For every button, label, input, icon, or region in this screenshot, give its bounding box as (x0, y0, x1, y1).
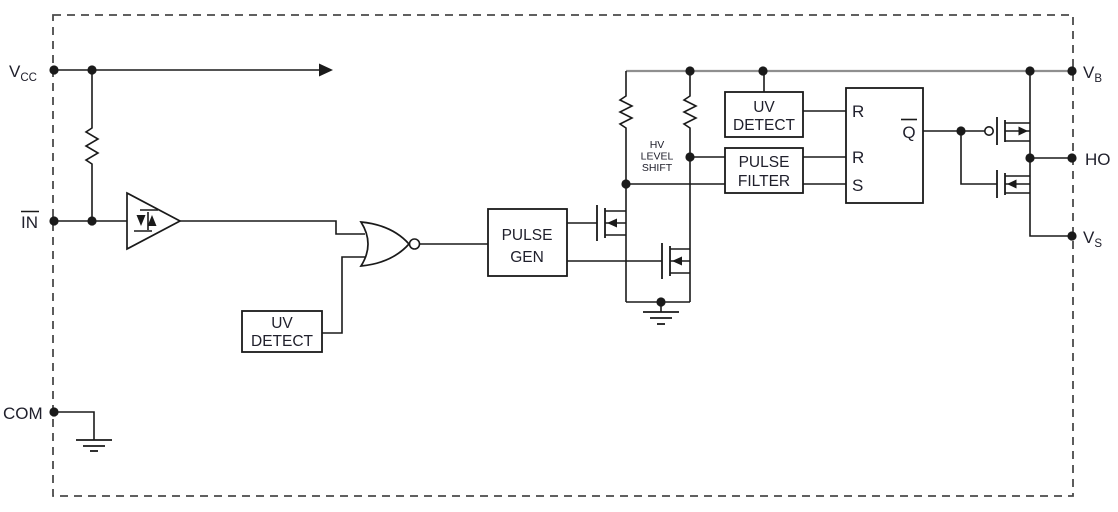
nmos-gate-wire (960, 131, 997, 185)
input-section-wires (54, 63, 488, 440)
input-pullup-resistor-icon (84, 70, 100, 221)
com-wire (55, 411, 95, 440)
ho-pin-dot (1067, 153, 1077, 163)
levelshift-mosfet2-icon (661, 243, 691, 279)
vcc-arrowhead-icon (319, 63, 333, 77)
vs-pin-dot (1067, 231, 1077, 241)
uv-detect-input-label-line2: DETECT (251, 333, 314, 350)
in-pin-dot (49, 216, 59, 226)
uv-detect-input-block: UV DETECT (241, 310, 323, 353)
pmos-gate-bubble-icon (983, 126, 994, 137)
nor-inversion-bubble-icon (408, 238, 421, 250)
nmos-source-wire (1029, 193, 1072, 237)
ho-pin-label: HO (1085, 150, 1111, 169)
junction-dots (49, 65, 1077, 417)
in-pin-label: IN (21, 210, 39, 232)
pulse-filter-label-line1: PULSE (739, 154, 790, 171)
pin-labels: VCC IN COM VB HO VS (3, 62, 1111, 423)
hv-level-shift-line3: SHIFT (642, 162, 673, 174)
vcc-pin-dot (49, 65, 59, 75)
ic-boundary-dashed-border (52, 14, 1074, 497)
latch-input-r2-label: R (852, 148, 864, 167)
latch-output-q-label: Q (902, 123, 915, 142)
com-ground-icon (76, 439, 112, 452)
uvdetect-to-nor-wire (322, 256, 365, 334)
uv-detect-floating-block: UV DETECT (724, 91, 804, 138)
pulse-gen-block: PULSE GEN (487, 208, 568, 277)
pulse-filter-label-line2: FILTER (738, 173, 790, 190)
pulse-gen-label-line2: GEN (510, 249, 544, 266)
svg-text:IN: IN (21, 213, 38, 232)
uv-detect-floating-label-line1: UV (753, 99, 775, 116)
output-nmos-icon (996, 170, 1031, 198)
hv-level-shift-label: HV LEVEL SHIFT (641, 139, 674, 174)
hv-level-shift-line1: HV (650, 139, 665, 151)
uv-detect-floating-label-line2: DETECT (733, 117, 796, 134)
vb-pin-label: VB (1083, 63, 1102, 85)
latch-input-r1-label: R (852, 102, 864, 121)
output-pmos-icon (983, 117, 1031, 145)
com-pin-dot (49, 407, 59, 417)
levelshift-mosfet1-icon (596, 205, 627, 241)
com-pin-label: COM (3, 404, 43, 423)
uv-detect-input-label-line1: UV (271, 315, 293, 332)
schmitt-to-nor-wire (180, 220, 365, 235)
pulse-filter-block: PULSE FILTER (724, 147, 804, 194)
schmitt-buffer-icon (126, 191, 182, 251)
levelshift-resistor-right-icon (682, 71, 698, 157)
floating-section-wires (763, 71, 1072, 237)
hv-level-shift-line2: LEVEL (641, 151, 674, 163)
levelshift-resistor-left-icon (618, 71, 634, 184)
vs-pin-label: VS (1083, 228, 1102, 250)
nor-gate-icon (359, 220, 421, 268)
rs-latch-block: R R S Q (845, 87, 924, 204)
vb-pin-dot (1067, 66, 1077, 76)
level-shift-wires (567, 71, 725, 303)
vcc-pin-label: VCC (9, 62, 37, 84)
pulse-gen-label-line1: PULSE (502, 227, 553, 244)
latch-input-s-label: S (852, 176, 863, 195)
